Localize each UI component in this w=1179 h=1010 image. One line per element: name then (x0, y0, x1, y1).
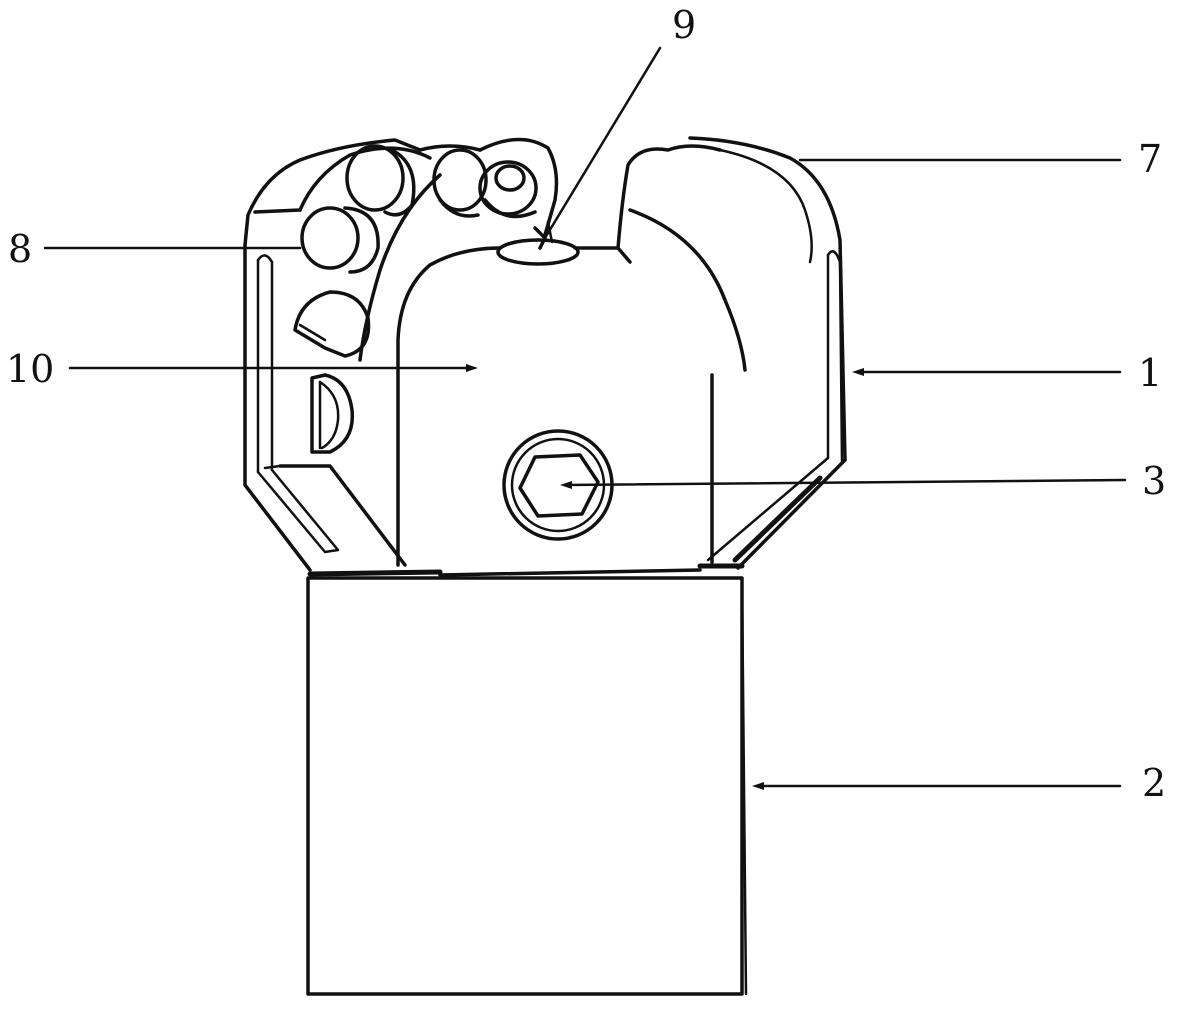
left-blade-with-cutters (253, 144, 442, 454)
shank-block (306, 576, 748, 996)
top-cutter-cluster (418, 137, 580, 266)
bit-head-body (243, 136, 847, 577)
callout-10: 10 (6, 347, 54, 391)
leader-lines (43, 46, 1127, 790)
central-face (396, 144, 747, 567)
callout-2: 2 (1142, 761, 1166, 805)
callout-7: 7 (1138, 137, 1162, 181)
callout-3: 3 (1142, 459, 1166, 503)
callout-labels: 9 7 8 10 1 3 2 (6, 3, 1166, 805)
callout-8: 8 (8, 227, 32, 271)
callout-1: 1 (1138, 351, 1162, 395)
callout-9: 9 (672, 3, 696, 47)
